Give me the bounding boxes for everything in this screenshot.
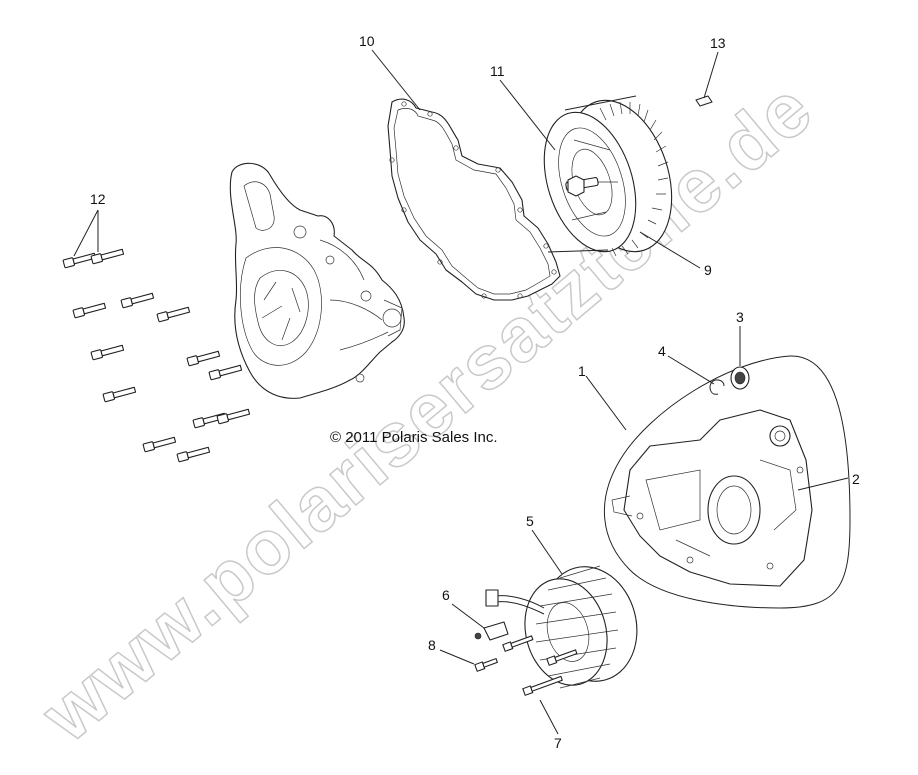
callout-9: 9 — [704, 262, 712, 278]
cover-bolts — [62, 248, 251, 463]
seal — [730, 366, 750, 390]
retaining-ring — [709, 379, 725, 395]
copyright-text: © 2011 Polaris Sales Inc. — [330, 429, 498, 446]
wire-clamp — [483, 621, 509, 641]
callout-11: 11 — [490, 63, 505, 79]
callout-8: 8 — [428, 637, 436, 653]
callout-10: 10 — [359, 33, 375, 49]
connector — [485, 589, 499, 607]
callout-7: 7 — [554, 735, 562, 751]
leader-lines — [73, 49, 849, 735]
engine-cover — [229, 162, 405, 399]
crankcase-outline — [603, 355, 851, 609]
gasket — [387, 98, 561, 301]
callouts: 10 11 13 12 9 3 4 1 2 5 6 8 7 — [90, 33, 860, 751]
screws — [474, 635, 578, 696]
callout-5: 5 — [526, 513, 534, 529]
callout-4: 4 — [658, 343, 666, 359]
callout-2: 2 — [852, 471, 860, 487]
crankcase — [611, 409, 813, 587]
stator-wires — [495, 595, 545, 615]
stator — [524, 565, 638, 689]
flywheel-teeth — [599, 101, 669, 257]
flywheel — [543, 95, 673, 257]
callout-13: 13 — [710, 35, 726, 51]
callout-3: 3 — [736, 309, 744, 325]
callout-1: 1 — [578, 363, 586, 379]
callout-12: 12 — [90, 191, 106, 207]
callout-6: 6 — [442, 587, 450, 603]
